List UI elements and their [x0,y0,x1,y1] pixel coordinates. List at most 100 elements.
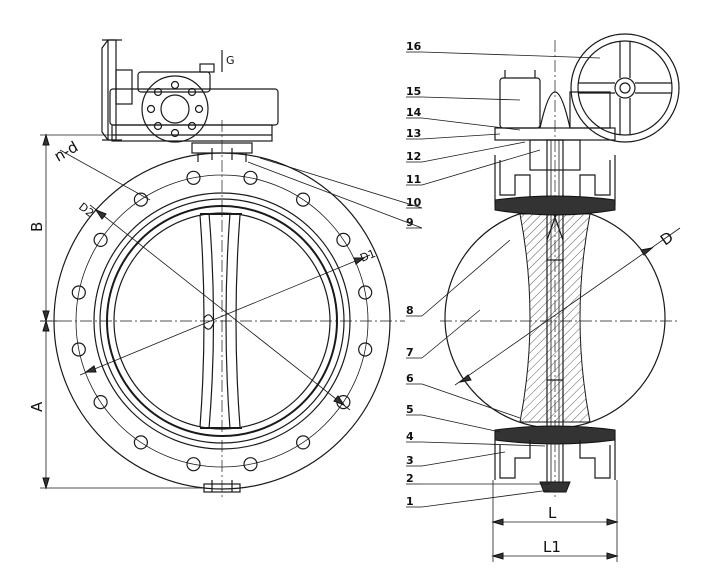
leader-line [421,133,501,140]
part-label-4: 4 [406,430,546,447]
gear-bolt [146,104,156,114]
dim-d1: D1 [79,247,377,376]
part-number: 14 [406,106,422,119]
gear-label-g: G [226,54,235,67]
top-neck [191,142,253,162]
gear-bolt [194,104,204,114]
disc-section [519,213,591,423]
dim-l: L L1 [491,480,619,562]
bolt-hole [133,435,148,450]
leader-line [421,414,501,433]
part-label-10: 10 [259,157,423,209]
bolt-hole [358,285,373,300]
leader-line [259,157,423,209]
bolt-hole [296,192,311,207]
gear-bolt [170,80,180,90]
part-label-15: 15 [406,85,521,101]
disc-front [199,212,242,430]
leader-line [247,161,423,229]
bolt-hole [358,342,373,357]
bolt-hole [93,395,108,410]
leader-line [421,451,506,467]
part-label-7: 7 [406,309,481,359]
dim-d2-label: D2 [76,200,96,220]
leader-line [421,383,521,419]
leader-line [421,309,481,359]
bolt-hole [93,232,108,247]
bolt-holes [71,170,373,472]
front-view: G B A n-d D2 [28,39,405,500]
part-label-6: 6 [406,372,521,419]
dim-nd-label: n-d [51,138,81,166]
gear-cover-bolts [146,80,204,138]
leader-line [421,441,546,447]
part-label-14: 14 [406,106,521,131]
part-number: 11 [406,173,421,186]
part-label-13: 13 [406,127,501,140]
part-label-9: 9 [247,161,423,229]
side-view: L L1 D [440,33,681,562]
part-label-3: 3 [406,451,506,467]
leader-line [421,141,526,163]
gear-bolt [170,128,180,138]
part-label-12: 12 [406,141,526,163]
part-number: 10 [406,196,422,209]
gear-bolt [187,87,197,97]
part-number: 13 [406,127,421,140]
gear-bolt [153,121,163,131]
bolt-hole [186,457,201,472]
bolt-hole [243,457,258,472]
part-number: 6 [406,372,414,385]
part-number: 2 [406,472,414,485]
upper-body [494,139,616,216]
part-label-8: 8 [406,239,511,317]
flange-inner [93,192,351,450]
part-label-1: 1 [406,489,551,508]
part-number: 5 [406,403,414,416]
leader-line [421,239,511,317]
part-label-16: 16 [406,40,601,59]
seat-ring [106,205,338,437]
bolt-circle [75,174,369,468]
gear-bolt [187,121,197,131]
part-label-2: 2 [406,472,550,485]
handwheel [570,33,680,143]
part-number: 8 [406,304,414,317]
dim-l-label: L [548,504,557,522]
dim-d-label: D [657,228,677,249]
bolt-hole [243,170,258,185]
part-number: 3 [406,454,414,467]
leader-line [421,149,541,186]
lower-body [494,425,616,493]
bolt-hole [71,285,86,300]
bolt-hole [133,192,148,207]
part-number: 4 [406,430,414,443]
leader-line [421,96,521,101]
dim-a-b: B A [28,133,205,490]
part-number: 9 [406,216,414,229]
bolt-hole [296,435,311,450]
gear-bolt [153,87,163,97]
part-number: 16 [406,40,422,53]
part-number: 7 [406,346,414,359]
leader-line [421,117,521,131]
dim-nd: n-d [51,138,151,201]
bolt-hole [71,342,86,357]
part-number: 12 [406,150,421,163]
dim-b-label: B [28,222,46,232]
dim-d1-label: D1 [358,247,377,265]
part-number: 15 [406,85,421,98]
leader-line [421,489,551,508]
part-label-5: 5 [406,403,501,433]
dim-l1-label: L1 [543,538,561,556]
part-number: 1 [406,495,414,508]
gearbox-front: G [101,39,279,143]
part-label-11: 11 [406,149,541,186]
bolt-hole [336,232,351,247]
leader-line [421,51,601,59]
dim-a-label: A [28,401,46,412]
seat-outer [99,198,345,444]
